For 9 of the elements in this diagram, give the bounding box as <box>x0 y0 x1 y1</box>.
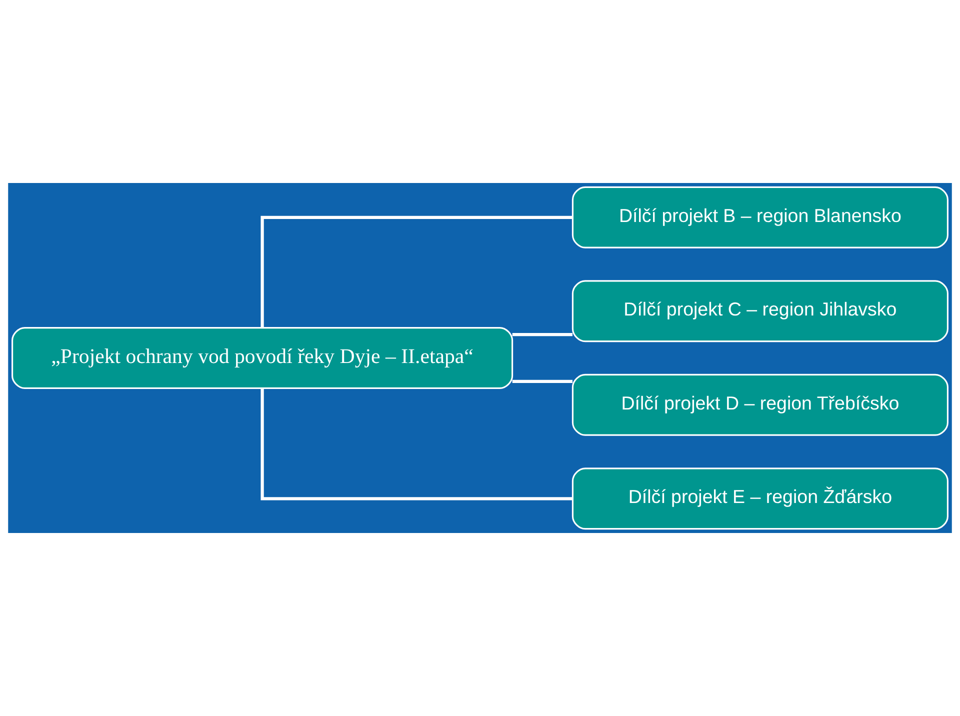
connector <box>260 388 573 500</box>
node-box: Dílčí projekt E – region Žďársko <box>572 468 948 530</box>
connector <box>512 333 572 336</box>
connector <box>512 380 572 383</box>
connector <box>260 216 573 328</box>
node-box: „Projekt ochrany vod povodí řeky Dyje – II.etapa“ <box>12 327 514 389</box>
node-box: Dílčí projekt B – region Blanensko <box>572 186 948 248</box>
node-box: Dílčí projekt C – region Jihlavsko <box>572 280 948 342</box>
node-box: Dílčí projekt D – region Třebíčsko <box>572 374 948 436</box>
